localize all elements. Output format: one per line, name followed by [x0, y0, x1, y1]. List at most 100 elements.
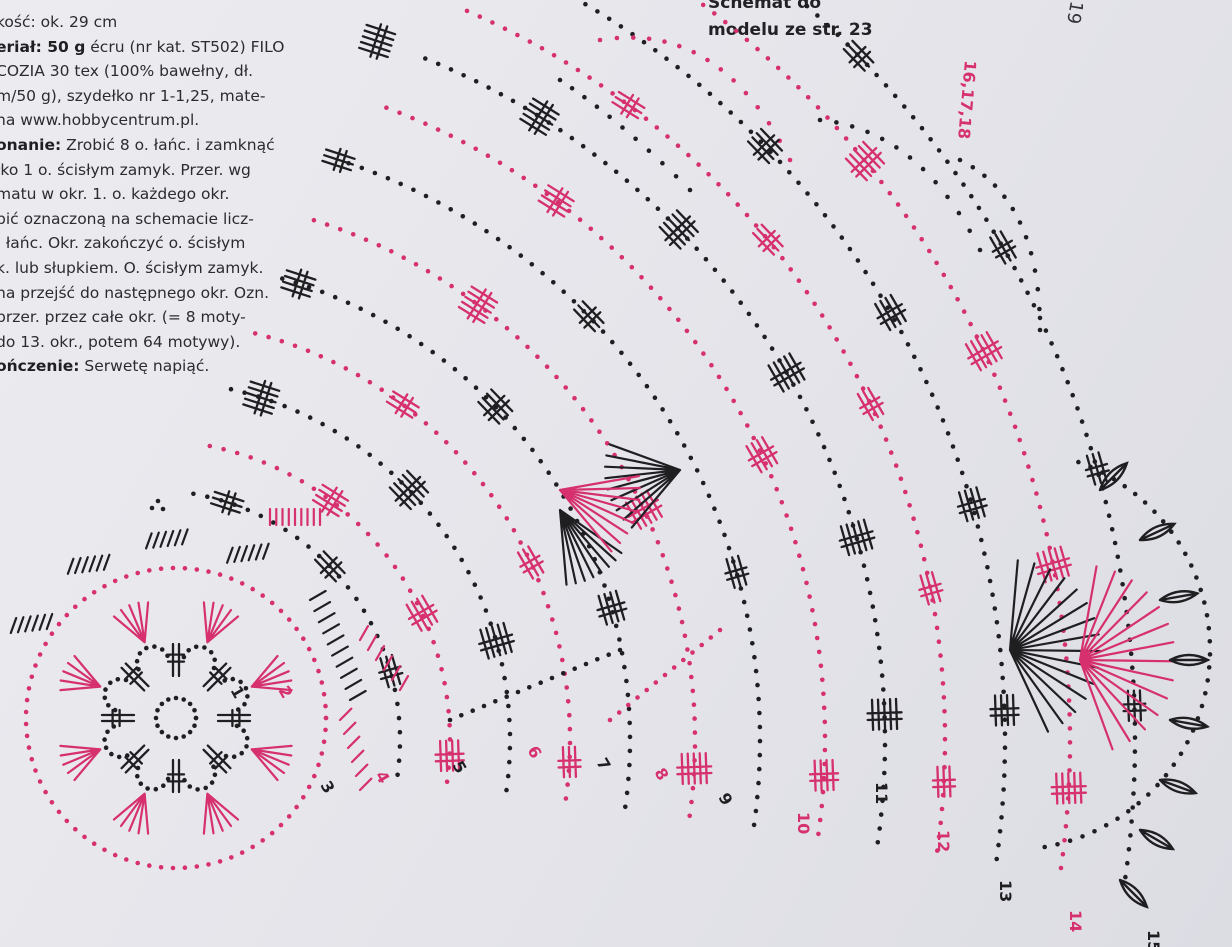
stitch-cluster — [407, 596, 438, 631]
chain-dot — [754, 669, 759, 674]
chain-dot — [551, 280, 556, 285]
chain-dot — [675, 65, 680, 70]
chain-dot — [308, 415, 313, 420]
chain-dot — [287, 472, 292, 477]
chain-dot — [620, 125, 625, 130]
chain-dot — [550, 617, 555, 622]
chain-dot — [996, 634, 1001, 639]
chain-dot — [874, 73, 879, 78]
chain-dot — [607, 115, 612, 120]
chain-dot — [1022, 451, 1027, 456]
chain-dot — [183, 865, 188, 870]
chain-dot — [194, 716, 199, 721]
chain-dot — [823, 213, 828, 218]
chain-dot — [92, 590, 97, 595]
chain-dot — [442, 358, 447, 363]
chain-dot — [820, 678, 825, 683]
chain-dot — [1207, 626, 1212, 631]
chain-dot — [692, 716, 697, 721]
chain-dot — [1044, 532, 1049, 537]
chain-dot — [139, 781, 144, 786]
chain-dot — [354, 597, 359, 602]
chain-dot — [1003, 398, 1008, 403]
chain-dot — [994, 857, 999, 862]
chain-dot — [465, 9, 470, 14]
chain-dot — [383, 320, 388, 325]
chain-dot — [807, 594, 812, 599]
single-crochet-row — [11, 614, 52, 633]
chain-dot — [1126, 809, 1131, 814]
chain-dot — [911, 516, 916, 521]
stitch-cluster — [574, 301, 603, 331]
chain-dot — [1143, 500, 1148, 505]
chain-dot — [762, 335, 767, 340]
chain-dot — [627, 763, 632, 768]
chain-dot — [245, 694, 250, 699]
chain-dot — [780, 500, 785, 505]
chain-dot — [945, 195, 950, 200]
chain-dot — [393, 565, 398, 570]
chain-dot — [977, 206, 982, 211]
chain-dot — [609, 245, 614, 250]
chain-dot — [1130, 805, 1135, 810]
chain-dot — [1003, 745, 1008, 750]
stitch-cluster — [966, 332, 1002, 370]
chain-dot — [280, 276, 285, 281]
chain-dot — [1013, 425, 1018, 430]
stitch-cluster — [459, 287, 497, 323]
stitch-cluster — [748, 129, 782, 163]
chain-dot — [1133, 492, 1138, 497]
chain-dot — [1068, 754, 1073, 759]
chain-dot — [1064, 824, 1069, 829]
chain-dot — [676, 143, 681, 148]
chain-dot — [589, 227, 594, 232]
chain-dot — [879, 659, 884, 664]
round-label: 9 — [715, 790, 737, 809]
chain-dot — [964, 484, 969, 489]
chain-dot — [1128, 833, 1133, 838]
chain-dot — [767, 121, 772, 126]
chain-dot — [817, 650, 822, 655]
chain-dot — [840, 235, 845, 240]
chain-dot — [159, 566, 164, 571]
chain-dot — [506, 774, 511, 779]
chain-dot — [624, 679, 629, 684]
chain-dot — [449, 133, 454, 138]
chain-dot — [879, 812, 884, 817]
chain-dot — [1113, 541, 1118, 546]
chain-dot — [784, 513, 789, 518]
stitch-cluster — [520, 99, 558, 135]
chain-dot — [505, 326, 510, 331]
chain-dot — [960, 471, 965, 476]
chain-dot — [687, 814, 692, 819]
chain-dot — [1132, 763, 1137, 768]
chain-dot — [195, 864, 200, 869]
stitch-cluster — [313, 485, 348, 516]
chain-dot — [154, 716, 159, 721]
chain-dot — [473, 147, 478, 152]
chain-dot — [144, 646, 149, 651]
round-label: 13 — [996, 880, 1015, 902]
stitch-cluster — [1052, 773, 1086, 804]
chain-dot — [194, 645, 199, 650]
chain-dot — [367, 453, 372, 458]
chain-dot — [751, 436, 756, 441]
chain-dot — [428, 511, 433, 516]
chain-dot — [395, 327, 400, 332]
chain-dot — [603, 161, 608, 166]
chain-dot — [102, 737, 107, 742]
chain-dot — [825, 115, 830, 120]
chain-dot — [734, 29, 739, 34]
chain-dot — [293, 344, 298, 349]
chain-dot — [445, 780, 450, 785]
chain-dot — [1080, 419, 1085, 424]
chain-dot — [862, 563, 867, 568]
chain-dot — [690, 650, 695, 655]
chain-dot — [312, 774, 317, 779]
chain-dot — [325, 222, 330, 227]
petal-fan — [114, 794, 148, 834]
chain-dot — [661, 553, 666, 558]
chain-dot — [448, 207, 453, 212]
chain-dot — [454, 450, 459, 455]
chain-dot — [1185, 740, 1190, 745]
